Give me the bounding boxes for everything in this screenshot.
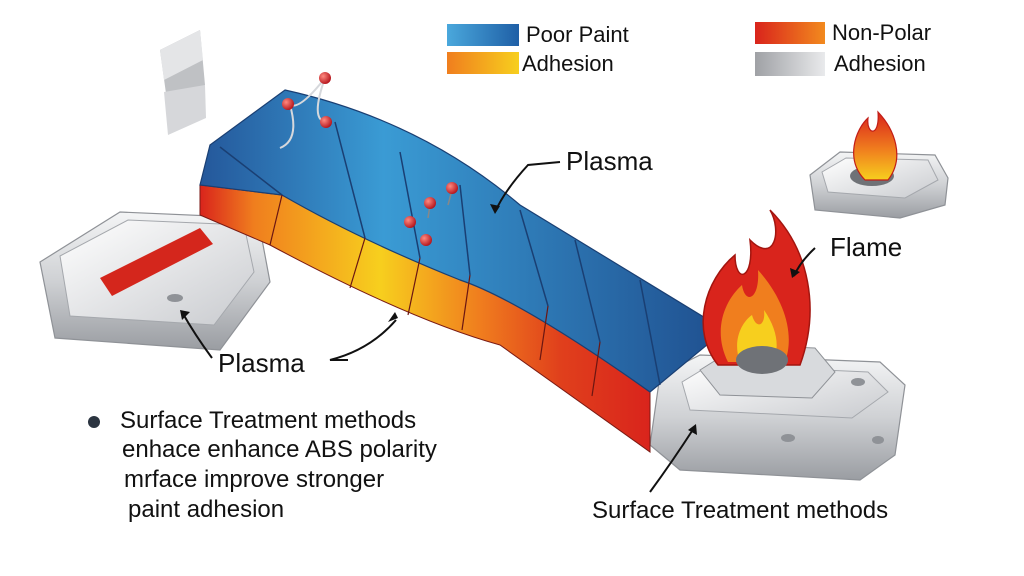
- label-plasma-top: Plasma: [566, 146, 653, 176]
- legend-swatch-poor-paint: [447, 24, 519, 46]
- strip-segment-lines: [219, 121, 661, 386]
- legend-label-poor-paint: Poor Paint: [526, 22, 629, 47]
- legend-label-adhesion-right: Adhesion: [834, 51, 926, 76]
- legend-swatch-non-polar: [755, 22, 825, 44]
- note-line-1: Surface Treatment methods: [120, 407, 417, 434]
- note-bullet: [88, 416, 100, 428]
- grey-sample-icon: [160, 30, 206, 135]
- legend-swatch-adhesion-right: [755, 52, 825, 76]
- label-plasma-left: Plasma: [218, 348, 305, 378]
- flame-icon: [702, 209, 811, 374]
- bottom-right-arrow: [649, 427, 695, 493]
- molecule-icon: [279, 72, 458, 246]
- legend-label-adhesion-left: Adhesion: [522, 51, 614, 76]
- small-flame-icon: [853, 110, 898, 181]
- legend-label-non-polar: Non-Polar: [832, 20, 932, 45]
- legend-swatch-adhesion-left: [447, 52, 519, 74]
- note-line-3: mrface improve stronger: [124, 466, 385, 493]
- note-line-2: enhace enhance ABS polarity: [122, 436, 437, 463]
- arrow-heads: [180, 204, 800, 435]
- label-flame: Flame: [830, 232, 903, 262]
- label-surface-treatment: Surface Treatment methods: [592, 497, 889, 524]
- plasma-left-arrow: [329, 319, 397, 361]
- left-metal-block: [39, 211, 271, 351]
- strip-side-lines: [269, 194, 601, 397]
- note-line-4: paint adhesion: [128, 496, 285, 523]
- lower-metal-block: [649, 344, 906, 481]
